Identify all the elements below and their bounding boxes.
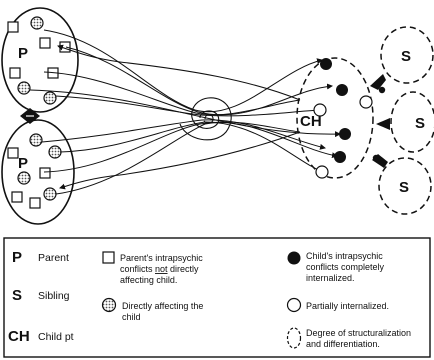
legend-child-text: Child pt <box>38 331 74 343</box>
partial-conflict <box>360 96 372 108</box>
conflict-square <box>8 148 18 158</box>
legend-child-letter: CH <box>8 328 30 345</box>
internalized-conflict <box>320 58 332 70</box>
legend-dashed-text: and differentiation. <box>306 339 380 349</box>
legend-square-text: conflicts not directly <box>120 264 199 274</box>
direct-conflict-dot <box>44 188 56 200</box>
sibling-label: S <box>401 48 411 65</box>
direct-conflict-dot <box>30 134 42 146</box>
sibling-label: S <box>399 179 409 196</box>
influence-stream <box>66 47 332 115</box>
legend-open-text: Partially internalized. <box>306 301 389 311</box>
parent-top-label: P <box>18 45 28 62</box>
legend-parent-text: Parent <box>38 252 69 264</box>
parent-bottom-group: P <box>2 120 74 224</box>
influence-stream <box>56 96 320 116</box>
interaction-spiral <box>180 98 231 140</box>
conflict-square <box>12 192 22 202</box>
legend: P Parent S Sibling CH Child pt Parent's … <box>4 238 430 357</box>
parent-bottom-label: P <box>18 155 28 172</box>
legend-square-icon <box>103 252 114 263</box>
influence-streams <box>30 30 340 194</box>
influence-stream <box>44 72 300 115</box>
legend-open-icon <box>288 299 301 312</box>
legend-sibling-letter: S <box>12 287 22 304</box>
influence-stream <box>42 120 325 148</box>
influence-stream <box>56 123 337 194</box>
sibling-marker <box>379 87 385 93</box>
internalized-conflict <box>336 84 348 96</box>
legend-dotted-text: Directly affecting the <box>122 301 203 311</box>
sibling-group: S S S <box>370 27 434 214</box>
direct-conflict-dot <box>18 172 30 184</box>
direct-conflict-dot <box>44 92 56 104</box>
legend-dashed-text: Degree of structuralization <box>306 328 411 338</box>
legend-filled-icon <box>288 252 301 265</box>
conflict-square <box>8 22 18 32</box>
internalized-conflict <box>334 151 346 163</box>
legend-parent-letter: P <box>12 249 22 266</box>
conflict-square <box>40 168 50 178</box>
partial-conflict <box>314 104 326 116</box>
internalized-conflict <box>339 128 351 140</box>
legend-filled-text: conflicts completely <box>306 262 385 272</box>
conflict-square <box>10 68 20 78</box>
sibling-boundary <box>391 92 434 152</box>
legend-square-text: Parent's intrapsychic <box>120 253 203 263</box>
return-stream <box>58 46 300 100</box>
direct-conflict-dot <box>49 146 61 158</box>
sibling-marker <box>373 155 379 161</box>
return-stream <box>60 132 300 188</box>
legend-square-text: affecting child. <box>120 275 177 285</box>
legend-sibling-text: Sibling <box>38 290 70 302</box>
sibling-label: S <box>415 115 425 132</box>
legend-filled-text: internalized. <box>306 273 355 283</box>
sibling-arrow <box>376 118 390 130</box>
direct-conflict-dot <box>31 17 43 29</box>
child-group: CH <box>297 58 373 178</box>
partial-conflict <box>316 166 328 178</box>
conflict-square <box>30 198 40 208</box>
legend-dotted-text: child <box>122 312 141 322</box>
legend-filled-text: Child's intrapsychic <box>306 251 383 261</box>
legend-dotted-icon <box>103 299 116 312</box>
conflict-square <box>40 38 50 48</box>
direct-conflict-dot <box>18 82 30 94</box>
